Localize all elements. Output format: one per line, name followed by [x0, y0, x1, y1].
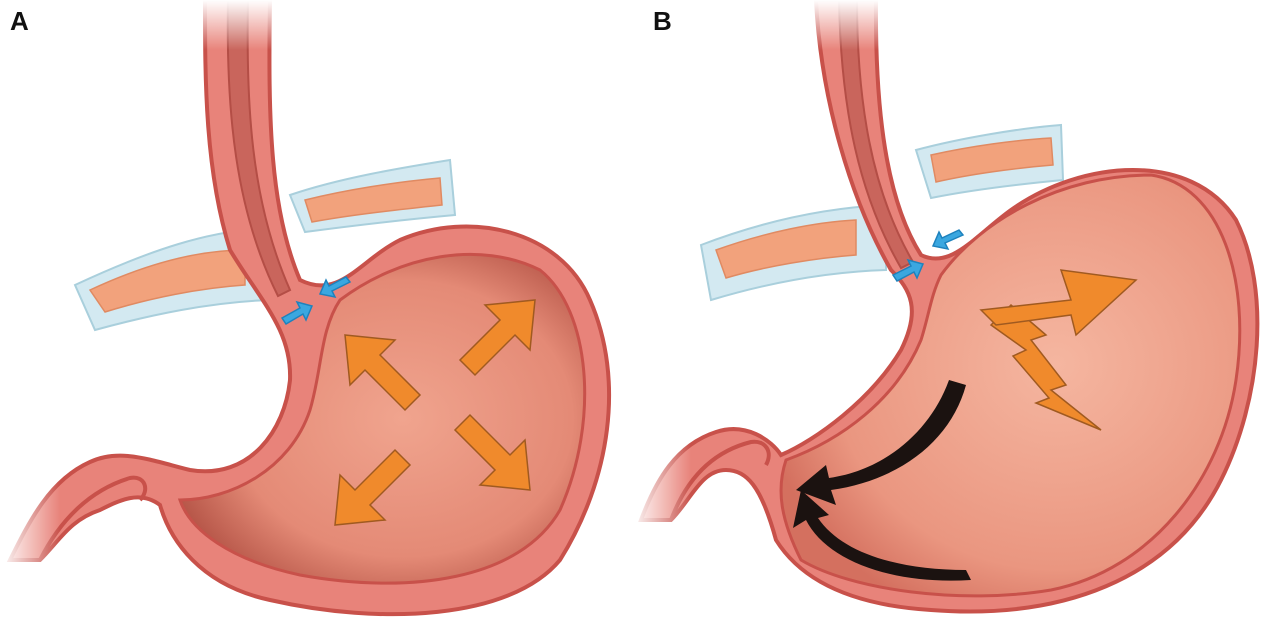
panel-b: B: [631, 0, 1261, 626]
stomach-b: [641, 0, 1257, 611]
stomach-illustration-b: [631, 0, 1261, 626]
panel-a: A: [0, 0, 630, 626]
stomach-illustration-a: [0, 0, 630, 626]
